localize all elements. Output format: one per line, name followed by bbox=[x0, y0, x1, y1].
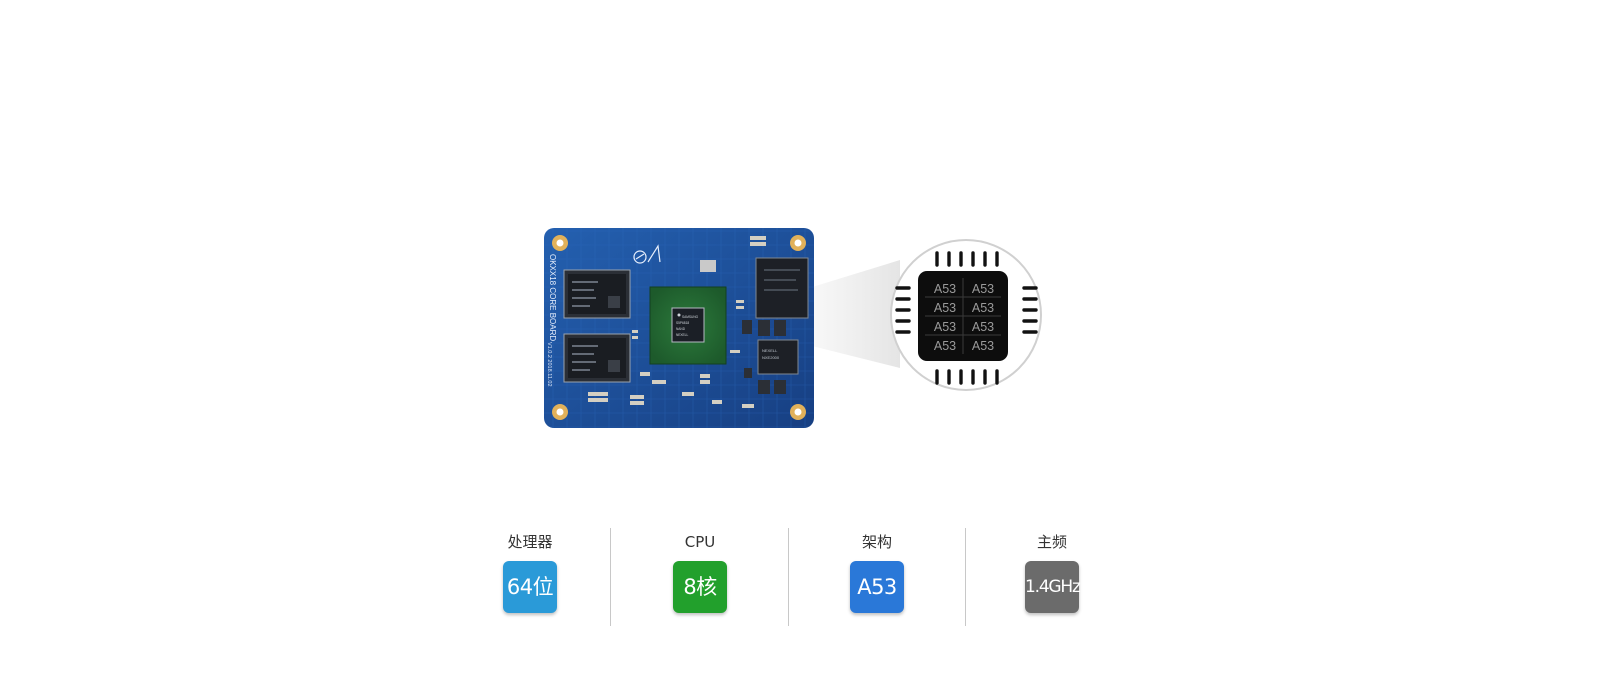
emmc-chip bbox=[755, 257, 809, 319]
mounting-hole bbox=[552, 235, 568, 251]
spec-row: 处理器 64位 CPU 8核 架构 A53 主频 1.4GHz bbox=[470, 528, 1110, 628]
cpu-core-label: A53 bbox=[972, 339, 994, 353]
soc-marking-line: NEXELL bbox=[676, 333, 688, 337]
cpu-core-label: A53 bbox=[934, 282, 956, 296]
zoom-beam bbox=[796, 260, 900, 368]
soc-marking-line: NAND bbox=[676, 327, 686, 331]
board-silkscreen-title: OKXX18 CORE BOARD bbox=[548, 254, 557, 341]
board-silkscreen-version: V1.0.2 2018.11.02 bbox=[546, 342, 552, 387]
spec-label: CPU bbox=[684, 533, 716, 551]
pmic-chip: NEXELL NXE2000 bbox=[757, 339, 799, 375]
spec-processor: 处理器 64位 bbox=[470, 528, 590, 628]
spec-divider bbox=[788, 528, 789, 626]
product-illustration: OKXX18 CORE BOARD V1.0.2 2018.11.02 bbox=[544, 228, 1042, 428]
cpu-core-label: A53 bbox=[934, 339, 956, 353]
spec-frequency: 主频 1.4GHz bbox=[992, 528, 1112, 628]
mounting-hole bbox=[552, 404, 568, 420]
mounting-hole bbox=[790, 404, 806, 420]
spec-badge-frequency: 1.4GHz bbox=[1025, 561, 1081, 613]
soc-marking-line: S5P6818 bbox=[676, 321, 689, 325]
spec-badge-a53: A53 bbox=[850, 561, 904, 613]
spec-architecture: 架构 A53 bbox=[817, 528, 937, 628]
cpu-core-label: A53 bbox=[972, 282, 994, 296]
core-board: OKXX18 CORE BOARD V1.0.2 2018.11.02 bbox=[544, 228, 814, 428]
spec-label: 主频 bbox=[1036, 533, 1067, 551]
spec-divider bbox=[965, 528, 966, 626]
soc-marking-line: SAMSUNG bbox=[682, 315, 699, 319]
spec-divider bbox=[610, 528, 611, 626]
pmic-marking-line: NEXELL bbox=[762, 348, 778, 353]
spec-badge-8core: 8核 bbox=[673, 561, 727, 613]
mounting-hole bbox=[790, 235, 806, 251]
cpu-core-label: A53 bbox=[934, 320, 956, 334]
passive-components bbox=[588, 236, 786, 408]
spec-label: 架构 bbox=[861, 533, 892, 551]
cpu-callout: A53 A53 A53 A53 A53 A53 A53 A53 bbox=[890, 239, 1042, 391]
pmic-marking-line: NXE2000 bbox=[762, 355, 780, 360]
cpu-core-label: A53 bbox=[972, 320, 994, 334]
soc-package: SAMSUNG S5P6818 NAND NEXELL bbox=[649, 286, 727, 365]
memory-chip bbox=[563, 269, 631, 319]
spec-cpu: CPU 8核 bbox=[640, 528, 760, 628]
cpu-core-label: A53 bbox=[972, 301, 994, 315]
board-logo-icon bbox=[633, 244, 661, 264]
spec-badge-64bit: 64位 bbox=[503, 561, 557, 613]
chip-pins bbox=[895, 251, 1038, 385]
cpu-core-label: A53 bbox=[934, 301, 956, 315]
spec-label: 处理器 bbox=[507, 533, 553, 551]
memory-chip bbox=[563, 333, 631, 383]
